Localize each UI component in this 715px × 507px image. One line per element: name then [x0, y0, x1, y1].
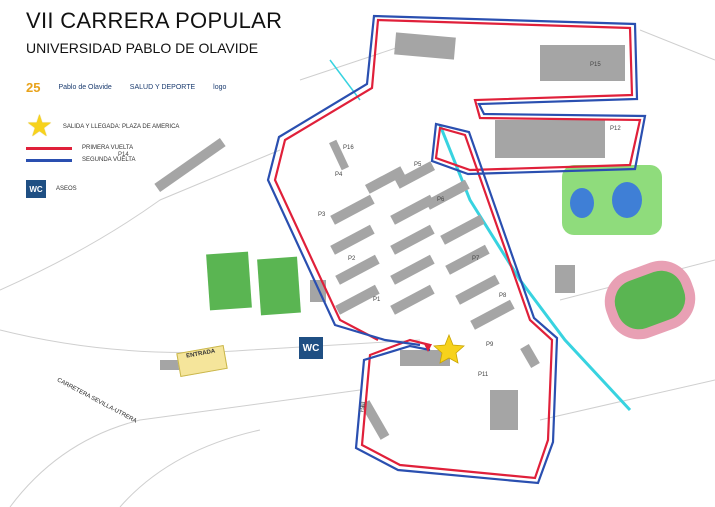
sponsor-logos: 25 Pablo de Olavide SALUD Y DEPORTE logo [26, 72, 226, 102]
wc-marker: WC [299, 337, 323, 359]
route-first-lap [273, 18, 642, 480]
label-p6: P6 [437, 197, 445, 203]
legend-second-lap-label: SEGUNDA VUELTA [82, 157, 136, 163]
athletics-track [604, 260, 696, 340]
legend-start-finish: ★ SALIDA Y LLEGADA: PLAZA DE AMERICA [26, 112, 179, 142]
label-p9: P9 [486, 342, 494, 348]
legend-start-finish-label: SALIDA Y LLEGADA: PLAZA DE AMERICA [62, 124, 180, 130]
page-title: VII CARRERA POPULAR [26, 8, 283, 33]
sports-field-2 [257, 256, 301, 316]
legend-wc: WC ASEOS [26, 180, 77, 198]
label-p2: P2 [348, 256, 356, 262]
label-p15: P15 [590, 62, 601, 68]
label-p12: P12 [610, 126, 621, 132]
legend-second-lap: SEGUNDA VUELTA [26, 157, 135, 163]
start-finish-star [433, 333, 465, 364]
label-p4: P4 [335, 172, 343, 178]
page-subtitle: UNIVERSIDAD PABLO DE OLAVIDE [26, 40, 259, 56]
route-second-lap [266, 14, 647, 485]
label-p11: P11 [478, 372, 489, 378]
label-p1: P1 [373, 297, 381, 303]
label-p8: P8 [499, 293, 507, 299]
pond-1 [570, 188, 594, 218]
pond-2 [612, 182, 642, 218]
legend-first-lap: PRIMERA VUELTA [26, 145, 133, 151]
start-marker-red [424, 344, 432, 352]
legend-wc-label: ASEOS [56, 186, 77, 192]
label-p7: P7 [472, 256, 480, 262]
label-p5: P5 [414, 162, 422, 168]
sports-logo: SALUD Y DEPORTE [129, 83, 196, 91]
institution-logo: logo [213, 83, 227, 91]
blue-line-icon [26, 158, 72, 162]
label-p16: P16 [343, 145, 354, 151]
legend-first-lap-label: PRIMERA VUELTA [82, 145, 134, 151]
university-logo: Pablo de Olavide [58, 83, 112, 91]
label-p3: P3 [318, 212, 326, 218]
label-p14: P14 [118, 152, 129, 158]
anniversary-logo: 25 [26, 79, 41, 95]
red-line-icon [26, 146, 72, 150]
wc-icon: WC [26, 180, 46, 198]
sports-field-1 [206, 251, 252, 311]
star-icon: ★ [26, 110, 53, 143]
